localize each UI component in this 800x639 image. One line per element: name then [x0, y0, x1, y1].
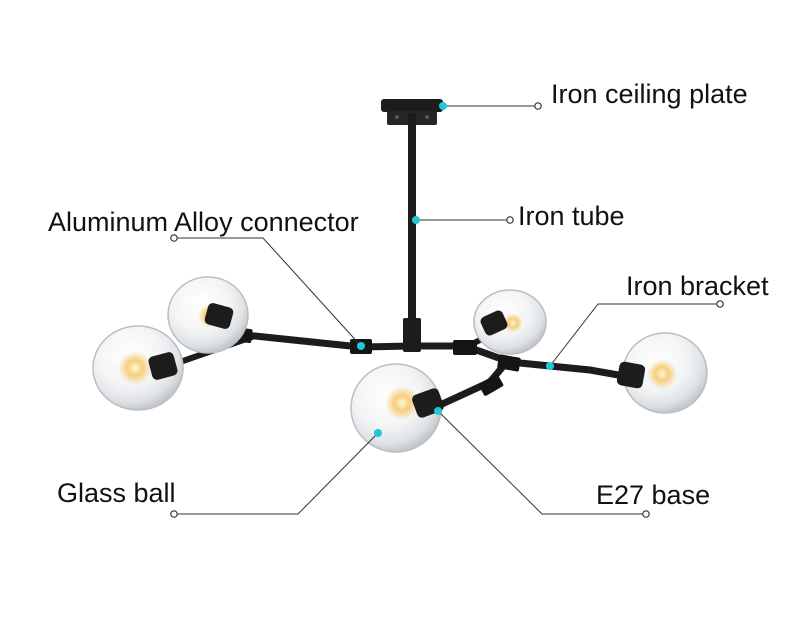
leader-glass-ball	[174, 432, 379, 515]
label-iron-ceiling-plate: Iron ceiling plate	[551, 79, 748, 109]
globe-center	[350, 363, 444, 453]
leader-bracket	[549, 303, 720, 367]
globe-far-right	[616, 332, 708, 414]
label-glass-ball: Glass ball	[57, 478, 176, 508]
label-iron-tube: Iron tube	[518, 201, 625, 231]
marker-base	[434, 407, 442, 415]
globe-right-small	[473, 289, 547, 355]
label-e27-base: E27 base	[596, 480, 711, 510]
marker-bracket	[546, 362, 554, 370]
globe-lower-left	[92, 325, 184, 411]
marker-glass-ball	[374, 429, 382, 437]
marker-connector	[357, 342, 365, 350]
marker-tube	[412, 216, 420, 224]
iron-tube	[403, 113, 421, 352]
label-aluminum-alloy-connector: Aluminum Alloy connector	[48, 207, 359, 237]
leader-lines	[174, 105, 720, 515]
leader-base	[437, 410, 646, 515]
leader-end-markers	[170, 102, 724, 518]
marker-ceiling-plate	[439, 102, 447, 110]
globe-upper-left	[167, 276, 249, 354]
leader-connector	[174, 237, 362, 347]
label-iron-bracket: Iron bracket	[626, 271, 769, 301]
part-markers	[357, 102, 554, 437]
